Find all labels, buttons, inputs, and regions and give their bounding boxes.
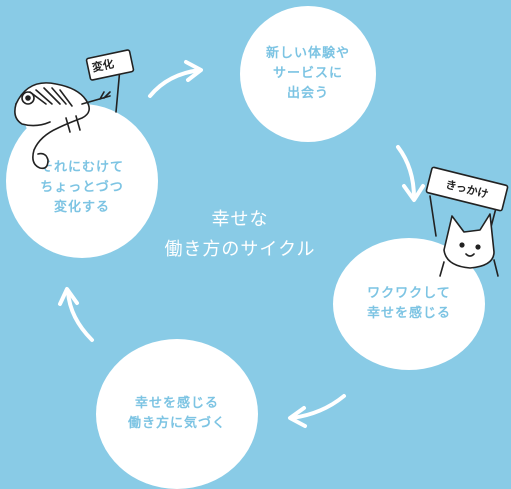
arrow-icon — [396, 145, 425, 202]
node-new-experience: 新しい体験や サービスに 出会う — [240, 6, 376, 142]
chameleon-illustration — [14, 49, 135, 170]
arrow-icon — [58, 287, 94, 342]
cycle-title-line1: 幸せな — [211, 209, 269, 230]
node-right-line1: ワクワクして — [367, 286, 451, 301]
cycle-diagram: 新しい体験や サービスに 出会う ワクワクして 幸せを感じる 幸せを感じる 働き… — [6, 6, 509, 489]
node-left-line2: ちょっとづつ — [40, 180, 124, 195]
arrow-icon — [288, 394, 346, 428]
node-top-line2: サービスに — [272, 66, 343, 81]
node-notice-workstyle: 幸せを感じる 働き方に気づく — [96, 339, 258, 489]
node-bottom-line1: 幸せを感じる — [134, 396, 219, 411]
cycle-title-line2: 働き方のサイクル — [164, 239, 316, 260]
cycle-title: 幸せな 働き方のサイクル — [150, 205, 330, 265]
node-top-line3: 出会う — [286, 86, 329, 101]
node-top-line1: 新しい体験や — [265, 46, 350, 61]
arrow-icon — [148, 60, 203, 98]
node-bottom-line2: 働き方に気づく — [127, 416, 226, 431]
cat-illustration — [425, 166, 509, 277]
node-left-line1: それにむけて — [39, 160, 124, 175]
node-left-line3: 変化する — [53, 200, 110, 215]
node-right-line2: 幸せを感じる — [366, 306, 451, 321]
chameleon-sign-text: 変化 — [91, 56, 115, 74]
illustrations-layer: 変化 きっかけ — [14, 49, 509, 428]
